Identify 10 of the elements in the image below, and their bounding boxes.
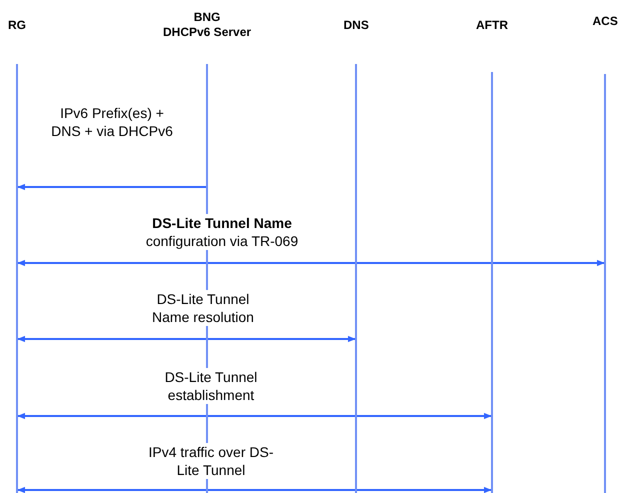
arrow <box>17 412 492 420</box>
participant-label: RG <box>8 18 26 33</box>
arrow <box>17 260 605 266</box>
arrow <box>17 336 356 342</box>
participant-label: AFTR <box>476 18 508 33</box>
participant-label: BNG DHCPv6 Server <box>163 10 252 40</box>
participant-label: ACS <box>592 14 618 29</box>
arrow <box>17 184 206 190</box>
arrow <box>17 486 492 493</box>
participant-label: DNS <box>344 18 369 33</box>
